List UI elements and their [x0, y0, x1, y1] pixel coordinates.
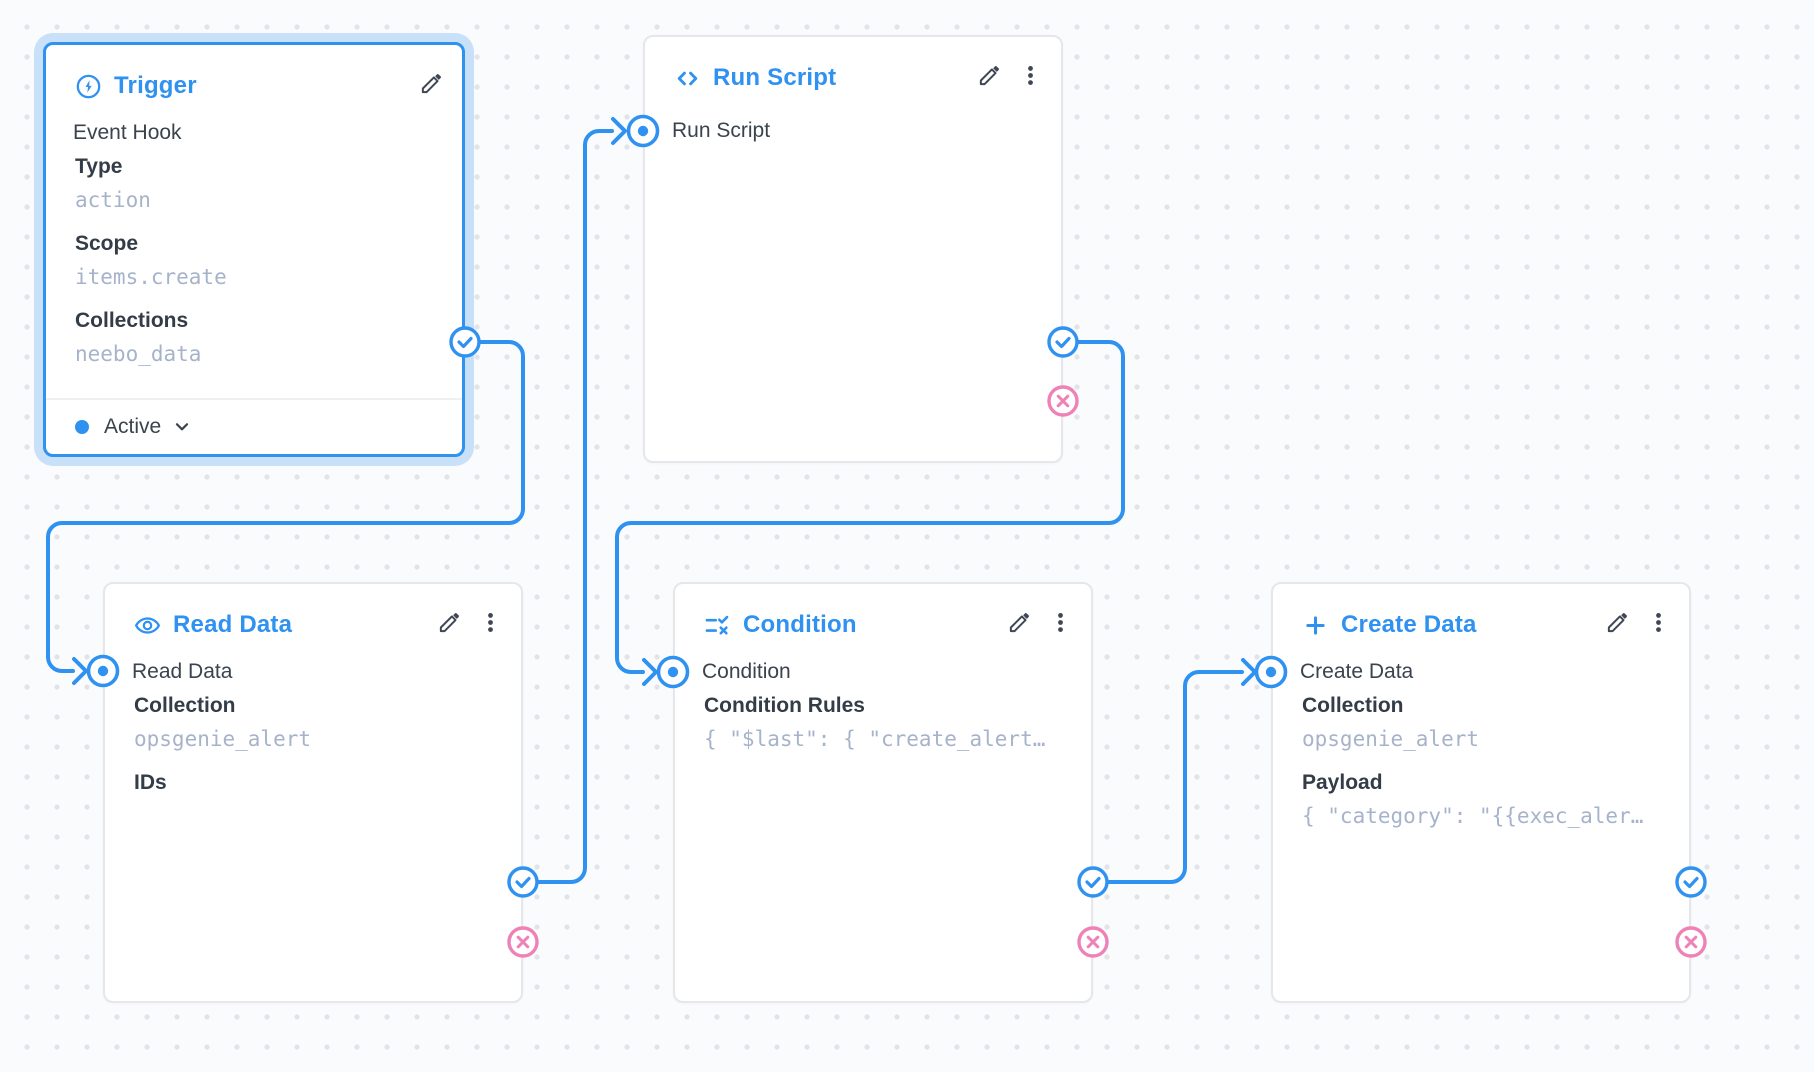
- kebab-menu-icon[interactable]: [1646, 610, 1671, 635]
- rule-icon: [704, 612, 731, 639]
- field-label: Type: [75, 155, 123, 178]
- field-value: action: [75, 188, 151, 212]
- field-value: opsgenie_alert: [1302, 727, 1480, 751]
- edit-pencil-icon[interactable]: [419, 71, 444, 96]
- bolt-circle-icon: [75, 73, 102, 100]
- field-value: items.create: [75, 265, 227, 289]
- field-label: Condition Rules: [704, 694, 865, 717]
- arrowhead-icon: [1241, 658, 1257, 686]
- field-value: { "$last": { "create_alert…: [704, 727, 1046, 751]
- arrowhead-icon: [642, 658, 658, 686]
- kebab-menu-icon[interactable]: [1018, 63, 1043, 88]
- edit-pencil-icon[interactable]: [1605, 610, 1630, 635]
- node-title: Create Data: [1341, 611, 1477, 638]
- node-create-data[interactable]: Create Data Create Data Collection opsge…: [1271, 582, 1691, 1003]
- edit-pencil-icon[interactable]: [437, 610, 462, 635]
- kebab-menu-icon[interactable]: [1048, 610, 1073, 635]
- node-condition[interactable]: Condition Condition Condition Rules { "$…: [673, 582, 1093, 1003]
- connection-condition-to-create-data: [1105, 670, 1244, 884]
- input-port-label: Create Data: [1300, 660, 1414, 683]
- chevron-down-icon: [171, 416, 193, 438]
- field-label: Collection: [1302, 694, 1404, 717]
- field-label: Payload: [1302, 771, 1383, 794]
- field-label: Scope: [75, 232, 139, 255]
- field-value: neebo_data: [75, 342, 202, 366]
- status-label: Active: [104, 415, 162, 438]
- edit-pencil-icon[interactable]: [977, 63, 1002, 88]
- node-title: Trigger: [114, 72, 197, 99]
- arrowhead-icon: [611, 117, 627, 145]
- kebab-menu-icon[interactable]: [478, 610, 503, 635]
- field-label: Collection: [134, 694, 236, 717]
- eye-icon: [134, 612, 161, 639]
- status-dot: [75, 420, 89, 434]
- node-trigger[interactable]: Trigger Event Hook Type action Scope ite…: [43, 42, 465, 457]
- field-label: IDs: [134, 771, 167, 794]
- input-port-label: Read Data: [132, 660, 233, 683]
- node-header: Create Data: [1302, 608, 1669, 642]
- connection-read-data-to-run-script: [535, 129, 614, 884]
- trigger-type-text: Event Hook: [73, 121, 182, 144]
- node-header: Run Script: [674, 61, 1041, 95]
- field-value: opsgenie_alert: [134, 727, 312, 751]
- node-title: Run Script: [713, 64, 837, 91]
- node-title: Condition: [743, 611, 857, 638]
- field-value: { "category": "{{exec_aler…: [1302, 804, 1644, 828]
- field-label: Collections: [75, 309, 189, 332]
- plus-icon: [1302, 612, 1329, 639]
- arrowhead-icon: [72, 657, 88, 685]
- edit-pencil-icon[interactable]: [1007, 610, 1032, 635]
- node-read-data[interactable]: Read Data Read Data Collection opsgenie_…: [103, 582, 523, 1003]
- input-port-label: Run Script: [672, 119, 771, 142]
- input-port-label: Condition: [702, 660, 791, 683]
- node-header: Trigger: [75, 69, 442, 103]
- code-icon: [674, 65, 701, 92]
- node-title: Read Data: [173, 611, 293, 638]
- status-select[interactable]: Active: [46, 398, 462, 454]
- node-run-script[interactable]: Run Script Run Script: [643, 35, 1063, 463]
